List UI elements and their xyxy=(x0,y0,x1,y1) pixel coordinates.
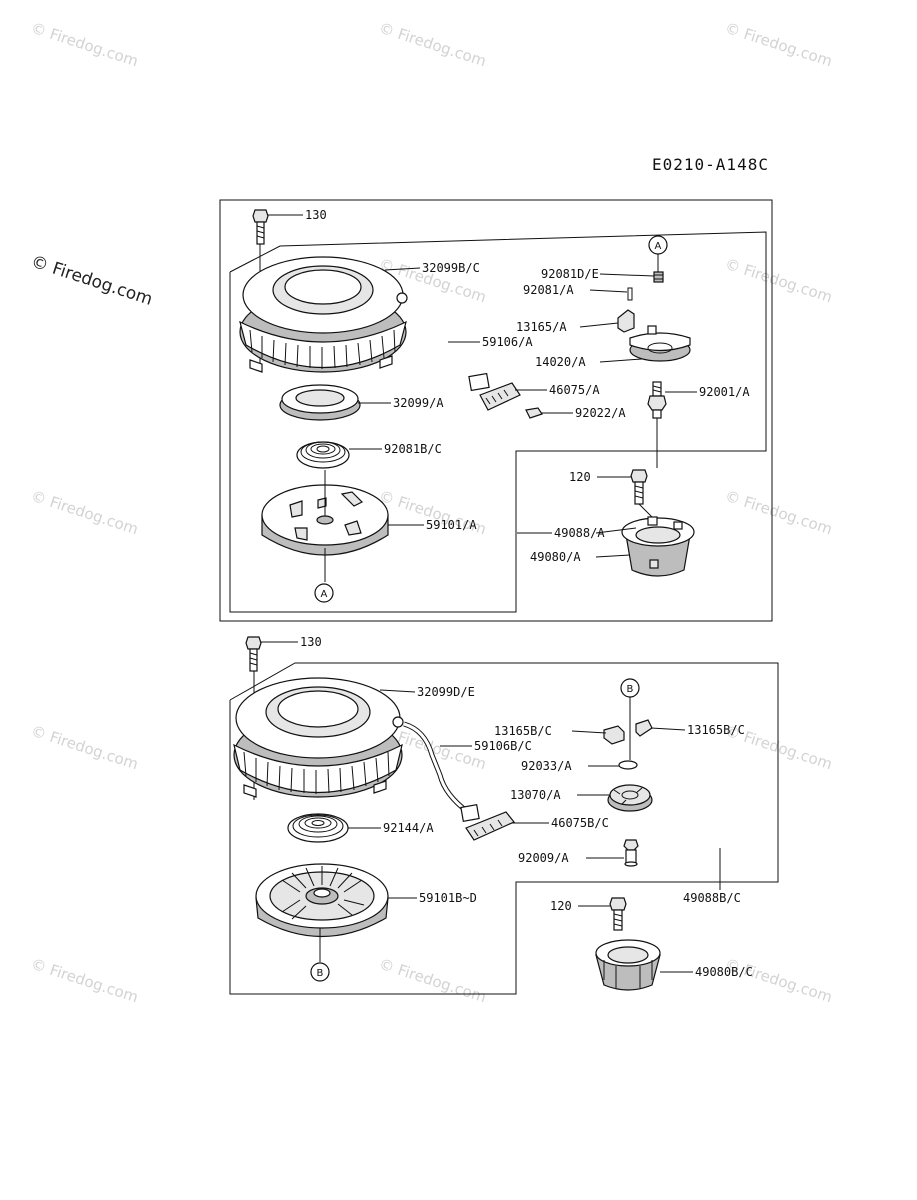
label-46075bc: 46075B/C xyxy=(551,816,609,830)
label-13165bc: 13165B/C xyxy=(494,724,552,738)
label-130: 130 xyxy=(300,635,322,649)
watermark-text: © Firedog.com xyxy=(29,955,141,1007)
watermark-text: © Firedog.com xyxy=(723,19,835,71)
lower-assembly: B B xyxy=(229,635,779,995)
washer xyxy=(618,760,638,770)
recoil-spring xyxy=(296,441,350,469)
label-120: 120 xyxy=(569,470,591,484)
recoil-housing xyxy=(239,256,408,373)
center-bolt xyxy=(623,839,639,867)
upper-boundary xyxy=(229,231,767,613)
ratchet xyxy=(617,309,635,333)
side-watermark: © Firedog.com xyxy=(28,252,154,310)
starter-pulley xyxy=(595,939,661,991)
label-92001a: 92001/A xyxy=(699,385,750,399)
label-92144a: 92144/A xyxy=(383,821,434,835)
label-92009a: 92009/A xyxy=(518,851,569,865)
label-14020a: 14020/A xyxy=(535,355,586,369)
label-130: 130 xyxy=(305,208,327,222)
callout-b-label: B xyxy=(317,968,324,979)
label-59101bd: 59101B~D xyxy=(419,891,477,905)
upper-frame xyxy=(219,199,773,622)
upper-assembly: A A xyxy=(219,199,773,622)
label-49080a: 49080/A xyxy=(530,550,581,564)
label-92081de: 92081D/E xyxy=(541,267,599,281)
ratchet-guide xyxy=(607,784,653,812)
pulley-bolt xyxy=(609,897,627,931)
label-46075a: 46075/A xyxy=(549,383,600,397)
recoil-spring xyxy=(287,813,349,843)
starter-rope xyxy=(409,299,471,379)
label-13165a: 13165/A xyxy=(516,320,567,334)
label-92033a: 92033/A xyxy=(521,759,572,773)
upper-labels: 130 32099B/C 92081D/E 92081/A 13165/A 59… xyxy=(305,208,750,564)
starter-handle xyxy=(468,372,521,411)
label-49080bc: 49080B/C xyxy=(695,965,753,979)
lower-boundary xyxy=(229,662,779,995)
ratchet-guide xyxy=(629,325,691,362)
watermark-text: © Firedog.com xyxy=(723,255,835,307)
label-92081bc: 92081B/C xyxy=(384,442,442,456)
watermark-text: © Firedog.com xyxy=(29,722,141,774)
diagram-code: E0210-A148C xyxy=(652,155,769,174)
label-49088bc: 49088B/C xyxy=(683,891,741,905)
center-bolt xyxy=(647,381,667,468)
label-49088a: 49088/A xyxy=(554,526,605,540)
washer xyxy=(525,407,543,419)
label-13070a: 13070/A xyxy=(510,788,561,802)
lower-leader-lines xyxy=(261,641,721,973)
label-59106bc: 59106B/C xyxy=(474,739,532,753)
ratchet-spring-small xyxy=(627,287,633,301)
label-13165bc: 13165B/C xyxy=(687,723,745,737)
label-59106a: 59106/A xyxy=(482,335,533,349)
ratchet-spring xyxy=(653,271,664,283)
watermark-text: © Firedog.com xyxy=(723,487,835,539)
ratchet-left xyxy=(603,725,625,745)
watermark-text: © Firedog.com xyxy=(29,19,141,71)
lower-labels: 130 32099D/E 13165B/C 13165B/C 59106B/C … xyxy=(300,635,753,979)
label-32099a: 32099/A xyxy=(393,396,444,410)
watermark-text: © Firedog.com xyxy=(377,19,489,71)
starter-pulley xyxy=(621,516,695,577)
label-92022a: 92022/A xyxy=(575,406,626,420)
label-32099de: 32099D/E xyxy=(417,685,475,699)
callout-b-bottom xyxy=(310,962,330,982)
watermark-text: © Firedog.com xyxy=(377,955,489,1007)
upper-leader-lines xyxy=(268,214,697,558)
label-92081a: 92081/A xyxy=(523,283,574,297)
starter-handle xyxy=(460,804,515,841)
label-120: 120 xyxy=(550,899,572,913)
recoil-reel xyxy=(261,470,389,582)
recoil-housing xyxy=(233,677,404,798)
recoil-reel xyxy=(255,863,389,962)
label-32099bc: 32099B/C xyxy=(422,261,480,275)
callout-a-label: A xyxy=(321,589,328,600)
watermark-text: © Firedog.com xyxy=(723,955,835,1007)
callout-a-bottom xyxy=(314,583,334,603)
callout-a-label: A xyxy=(655,241,662,252)
watermark-text: © Firedog.com xyxy=(29,487,141,539)
reel-cover xyxy=(279,384,361,421)
pulley-bolt xyxy=(630,469,656,521)
label-59101a: 59101/A xyxy=(426,518,477,532)
ratchet-right xyxy=(635,719,653,737)
callout-b-label: B xyxy=(627,684,634,695)
